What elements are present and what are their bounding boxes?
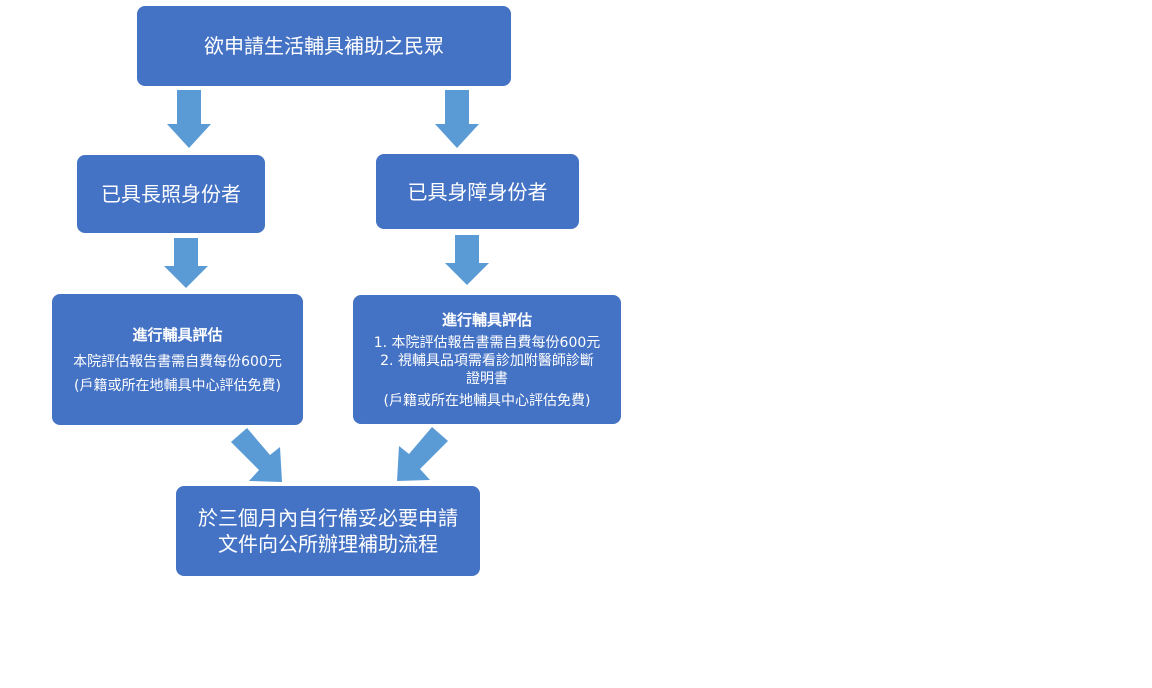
final-step-box: 於三個月內自行備妥必要申請 文件向公所辦理補助流程 <box>176 486 480 576</box>
arrow-diagonal-right <box>397 427 448 481</box>
right-assessment-item2b: 證明書 <box>466 371 508 387</box>
start-text: 欲申請生活輔具補助之民眾 <box>204 34 444 58</box>
start-box: 欲申請生活輔具補助之民眾 <box>137 6 511 86</box>
arrow-diagonal-left <box>231 428 282 482</box>
right-assessment-box: 進行輔具評估 1. 本院評估報告書需自費每份600元 2. 視輔具品項需看診加附… <box>353 295 621 424</box>
left-assessment-line2: (戶籍或所在地輔具中心評估免費) <box>74 378 281 394</box>
final-step-line1: 於三個月內自行備妥必要申請 <box>198 506 458 530</box>
right-assessment-title: 進行輔具評估 <box>441 311 532 329</box>
right-assessment-item1: 1. 本院評估報告書需自費每份600元 <box>373 335 601 351</box>
arrow-down-right-1 <box>435 90 479 148</box>
arrow-down-left-2 <box>164 238 208 288</box>
left-assessment-box: 進行輔具評估 本院評估報告書需自費每份600元 (戶籍或所在地輔具中心評估免費) <box>52 294 303 425</box>
arrow-down-right-2 <box>445 235 489 285</box>
right-assessment-note: (戶籍或所在地輔具中心評估免費) <box>383 393 591 409</box>
disability-text: 已具身障身份者 <box>407 179 548 204</box>
right-assessment-item2a: 2. 視輔具品項需看診加附醫師診斷 <box>380 353 594 369</box>
long-term-care-text: 已具長照身份者 <box>101 182 241 206</box>
left-assessment-line1: 本院評估報告書需自費每份600元 <box>73 354 282 370</box>
left-assessment-title: 進行輔具評估 <box>132 326 223 344</box>
disability-box: 已具身障身份者 <box>376 154 579 229</box>
final-step-line2: 文件向公所辦理補助流程 <box>218 532 438 556</box>
long-term-care-box: 已具長照身份者 <box>77 155 265 233</box>
arrow-down-left-1 <box>167 90 211 148</box>
